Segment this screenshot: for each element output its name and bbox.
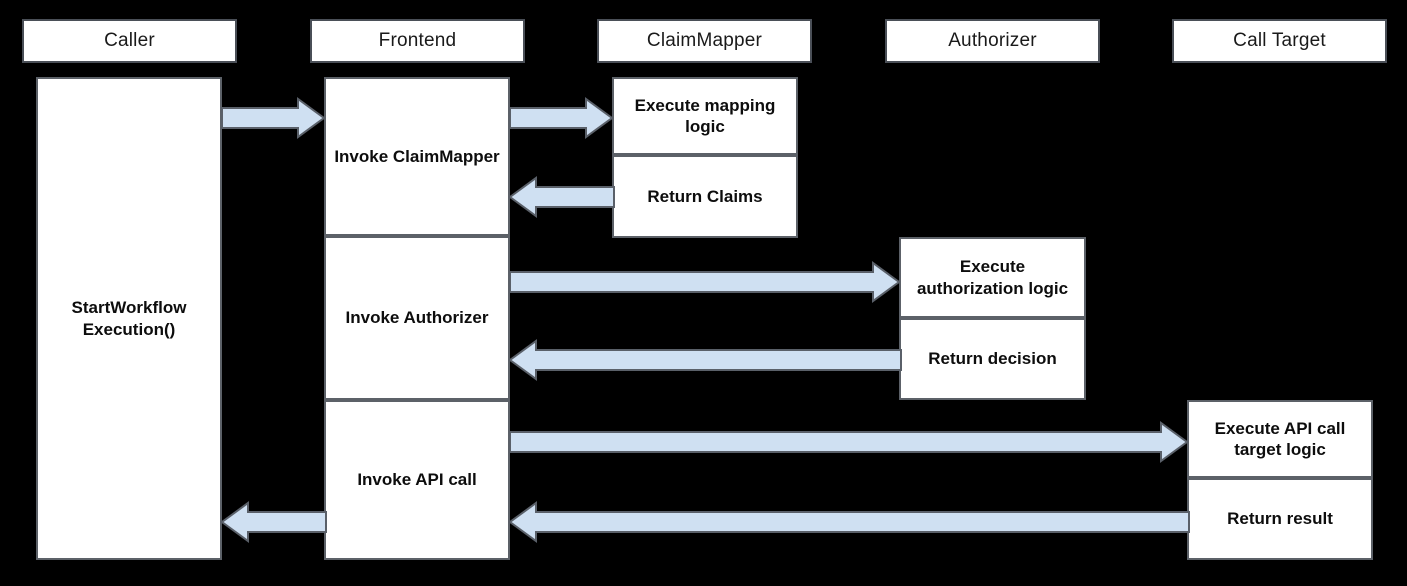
- activation-authorizer-execute-authorization-logic[interactable]: Execute authorization logic: [899, 237, 1086, 318]
- message-arrow-frontend-to-claimmapper[interactable]: [509, 97, 614, 139]
- activation-frontend-invoke-authorizer[interactable]: Invoke Authorizer: [324, 236, 510, 400]
- message-arrow-claimmapper-to-frontend[interactable]: [508, 176, 615, 218]
- lifeline-header-claimmapper-label: ClaimMapper: [646, 30, 763, 51]
- lifeline-header-call-target-label: Call Target: [1233, 30, 1326, 51]
- activation-frontend-invoke-claimmapper[interactable]: Invoke ClaimMapper: [324, 77, 510, 236]
- activation-authorizer-return-decision-label: Return decision: [928, 349, 1057, 369]
- activation-claimmapper-return-claims[interactable]: Return Claims: [612, 155, 798, 238]
- activation-claimmapper-execute-mapping-logic-label: Execute mapping logic: [634, 95, 776, 136]
- message-arrow-authorizer-to-frontend[interactable]: [508, 339, 902, 381]
- activation-call-target-return-result-label: Return result: [1227, 509, 1333, 529]
- activation-caller-start-workflow[interactable]: StartWorkflow Execution(): [36, 77, 222, 560]
- lifeline-header-authorizer-label: Authorizer: [948, 30, 1037, 51]
- activation-claimmapper-execute-mapping-logic[interactable]: Execute mapping logic: [612, 77, 798, 155]
- activation-call-target-execute-api-call-target-logic-label: Execute API call target logic: [1214, 418, 1346, 459]
- activation-authorizer-execute-authorization-logic-label: Execute authorization logic: [916, 257, 1069, 298]
- activation-frontend-invoke-authorizer-label: Invoke Authorizer: [345, 308, 489, 328]
- activation-authorizer-return-decision[interactable]: Return decision: [899, 318, 1086, 400]
- message-arrow-frontend-to-authorizer[interactable]: [509, 261, 901, 303]
- message-arrow-caller-to-frontend[interactable]: [221, 97, 326, 139]
- message-arrow-frontend-to-call-target[interactable]: [509, 421, 1189, 463]
- activation-call-target-return-result[interactable]: Return result: [1187, 478, 1373, 560]
- message-arrow-call-target-to-frontend[interactable]: [508, 501, 1190, 543]
- activation-frontend-invoke-claimmapper-label: Invoke ClaimMapper: [334, 146, 500, 166]
- activation-caller-start-workflow-label: StartWorkflow Execution(): [71, 298, 187, 339]
- lifeline-header-authorizer[interactable]: Authorizer: [885, 19, 1100, 63]
- lifeline-header-frontend[interactable]: Frontend: [310, 19, 525, 63]
- activation-call-target-execute-api-call-target-logic[interactable]: Execute API call target logic: [1187, 400, 1373, 478]
- lifeline-header-caller-label: Caller: [104, 30, 155, 51]
- lifeline-header-caller[interactable]: Caller: [22, 19, 237, 63]
- activation-claimmapper-return-claims-label: Return Claims: [647, 186, 763, 206]
- activation-frontend-invoke-api-call[interactable]: Invoke API call: [324, 400, 510, 560]
- message-arrow-frontend-to-caller[interactable]: [220, 501, 327, 543]
- activation-frontend-invoke-api-call-label: Invoke API call: [357, 470, 477, 490]
- lifeline-header-call-target[interactable]: Call Target: [1172, 19, 1387, 63]
- lifeline-header-claimmapper[interactable]: ClaimMapper: [597, 19, 812, 63]
- lifeline-header-frontend-label: Frontend: [378, 30, 457, 51]
